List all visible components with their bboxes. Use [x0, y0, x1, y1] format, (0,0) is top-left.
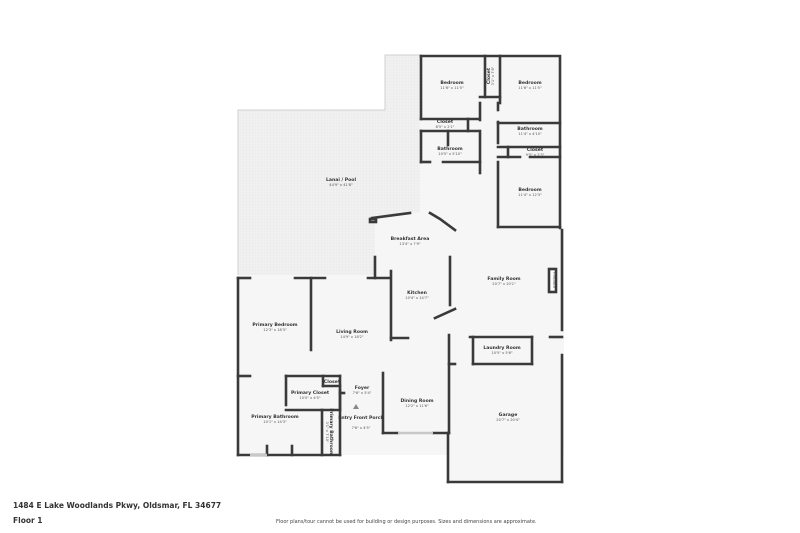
fireplace: Fireplace — [552, 272, 556, 289]
room-name: Entry Front Porch — [338, 415, 384, 421]
room-name: Kitchen — [407, 290, 427, 296]
windows — [250, 431, 433, 457]
room-dims: 11'4" x 12'3" — [518, 193, 542, 197]
room-name: Primary Closet — [291, 390, 330, 396]
room-dims: 8'5" x 2'1" — [436, 125, 455, 129]
room-dims: 3'1" x 7'10" — [325, 421, 329, 442]
room-name: Fireplace — [552, 272, 556, 289]
room-dims: 44'9" x 41'8" — [329, 183, 353, 187]
floor-label: Floor 1 — [13, 516, 43, 525]
room-name: Bedroom — [518, 187, 541, 193]
room-dims: 20'7" x 20'1" — [492, 282, 516, 286]
room-dims: 10'4" x 14'7" — [405, 296, 429, 300]
room-name: Bedroom — [518, 80, 541, 86]
disclaimer: Floor plans/tour cannot be used for buil… — [276, 519, 537, 525]
room-dims: 10'0" x 4'5" — [299, 396, 320, 400]
room-dims: 20'7" x 20'4" — [496, 418, 520, 422]
room-name: Garage — [499, 412, 518, 418]
room-name: Primary Bathroom — [328, 408, 334, 456]
entry-marker-icon — [353, 404, 359, 409]
room-name: Closet — [324, 379, 341, 385]
room-entry-front-porch: Entry Front Porch 7'6" x 4'5" — [338, 415, 384, 430]
room-dims: 10'5" x 5'10" — [438, 152, 462, 156]
room-dims: 13'4" x 7'9" — [399, 242, 420, 246]
room-dims: 9'5" x 2'5" — [526, 153, 545, 157]
room-name: Breakfast Area — [391, 236, 430, 242]
room-name: Closet — [437, 119, 454, 125]
room-dims: 11'6" x 11'5" — [440, 86, 464, 90]
room-dims: 7'6" x 5'4" — [353, 391, 372, 395]
room-dims: 7'6" x 4'5" — [352, 426, 371, 430]
room-name: Primary Bedroom — [252, 322, 297, 328]
room-closet-4: Closet — [324, 379, 341, 385]
room-dims: 11'6" x 11'5" — [518, 86, 542, 90]
room-dims: 10'1" x 14'3" — [263, 420, 287, 424]
room-name: Bedroom — [440, 80, 463, 86]
room-name: Laundry Room — [483, 345, 521, 351]
room-name: Primary Bathroom — [251, 414, 299, 420]
room-name: Foyer — [355, 385, 370, 391]
room-dims: 11'4" x 4'10" — [518, 132, 542, 136]
room-dims: 14'9" x 18'2" — [340, 335, 364, 339]
room-name: Closet — [486, 67, 492, 84]
room-dims: 3'1" x 7'8" — [491, 66, 495, 85]
interior-floor — [238, 55, 564, 482]
room-name: Bathroom — [517, 126, 543, 132]
room-dims: 12'2" x 11'6" — [405, 404, 429, 408]
room-name: Bathroom — [437, 146, 463, 152]
room-name: Family Room — [487, 276, 520, 282]
room-name: Dining Room — [400, 398, 433, 404]
room-dims: 12'3" x 18'3" — [263, 328, 287, 332]
room-name: Closet — [527, 147, 544, 153]
room-dims: 10'5" x 5'6" — [491, 351, 512, 355]
walls — [236, 54, 564, 484]
lanai-screen — [237, 54, 420, 275]
room-name: Living Room — [336, 329, 368, 335]
property-address: 1484 E Lake Woodlands Pkwy, Oldsmar, FL … — [13, 501, 222, 510]
room-name: Lanai / Pool — [326, 177, 357, 183]
